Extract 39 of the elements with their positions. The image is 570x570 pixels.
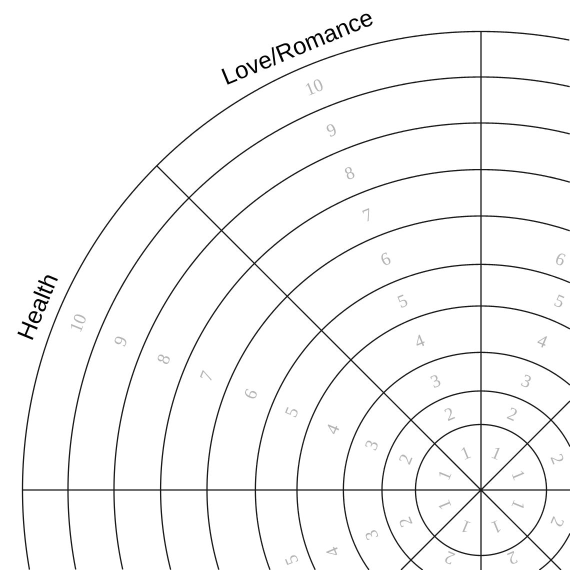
scale-number: 6: [552, 249, 568, 270]
scale-number: 8: [153, 350, 174, 366]
scale-number: 1: [434, 467, 454, 482]
scale-number: 3: [428, 370, 444, 391]
scale-number: 1: [508, 467, 528, 482]
scale-number: 2: [442, 548, 458, 568]
scale-number: 6: [378, 249, 393, 270]
scale-number: 2: [504, 404, 520, 424]
scale-number: 6: [240, 386, 260, 402]
category-label: Health: [14, 270, 64, 344]
scale-number: 5: [395, 290, 410, 311]
scale-number: 2: [504, 548, 520, 568]
scale-number: 2: [394, 514, 416, 530]
scale-number: 1: [508, 498, 528, 513]
scale-number: 4: [322, 420, 342, 436]
scale-number: 4: [322, 544, 342, 560]
scale-number: 3: [518, 370, 534, 391]
scale-number: 8: [342, 162, 358, 183]
scale-number: 3: [362, 528, 382, 543]
scale-number: 2: [442, 404, 458, 424]
scale-number: 7: [196, 368, 216, 384]
scale-number: 5: [282, 404, 302, 420]
scale-number: 1: [458, 442, 474, 464]
scale-number: 3: [362, 437, 382, 452]
scale-number: 1: [434, 498, 454, 513]
scale-number: 1: [488, 442, 504, 464]
scale-number: 2: [394, 450, 416, 466]
scale-number: 4: [534, 331, 550, 352]
scale-number: 7: [360, 205, 375, 226]
scale-number: 2: [546, 514, 568, 530]
scale-number: 10: [66, 311, 90, 335]
scale-number: 9: [324, 120, 340, 140]
scale-number: 9: [110, 333, 131, 348]
scale-number: 4: [412, 331, 428, 352]
scale-number: 1: [458, 516, 474, 538]
scale-number: 5: [552, 290, 567, 311]
scale-number: 5: [282, 552, 302, 568]
scale-number: 1: [488, 516, 504, 538]
scale-number: 2: [546, 450, 568, 466]
